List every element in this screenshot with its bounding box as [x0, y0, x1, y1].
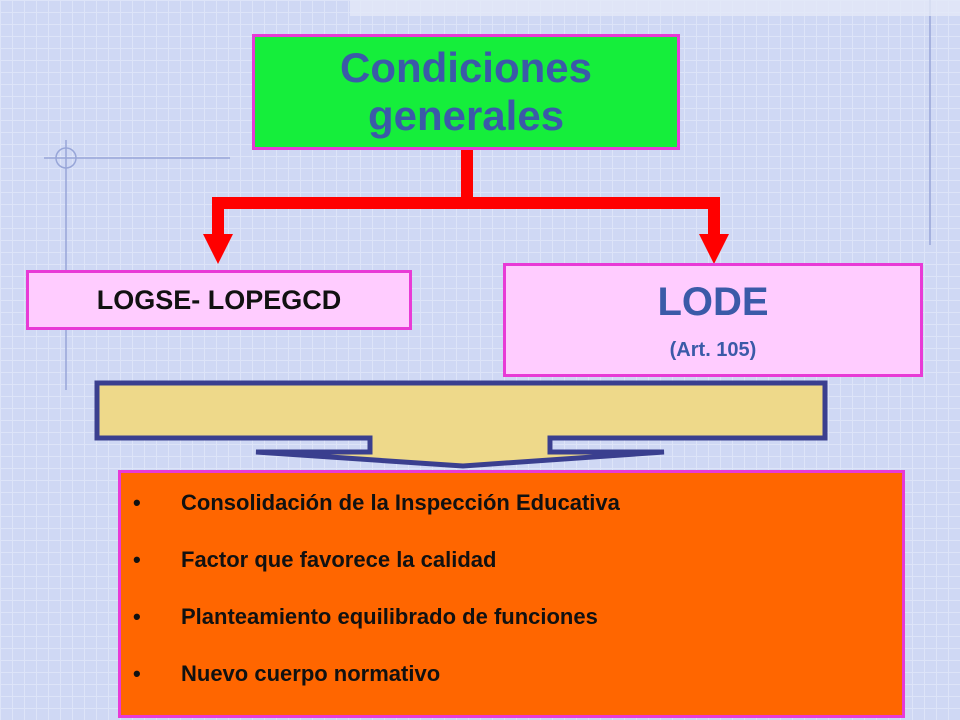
arrowhead-right — [699, 234, 729, 264]
list-item-text: Consolidación de la Inspección Educativa — [181, 490, 620, 515]
list-item-text: Planteamiento equilibrado de funciones — [181, 604, 598, 629]
bullet-list: • Consolidación de la Inspección Educati… — [118, 470, 905, 718]
arrowhead-left — [203, 234, 233, 264]
list-item: • Nuevo cuerpo normativo — [121, 656, 902, 713]
list-item: • Consolidación de la Inspección Educati… — [121, 485, 902, 542]
connector-bar — [212, 197, 720, 209]
bullet-icon: • — [133, 661, 141, 686]
top-box-line1: Condiciones — [339, 44, 593, 91]
lode-title: LODE — [657, 279, 769, 324]
list-item-text: Factor que favorece la calidad — [181, 547, 497, 572]
connector-left-drop — [212, 197, 224, 237]
condiciones-generales-box: Condiciones generales — [252, 34, 680, 150]
connector-right-drop — [708, 197, 720, 237]
list-item: • Factor que favorece la calidad — [121, 542, 902, 599]
bullet-icon: • — [133, 547, 141, 572]
logse-lopegcd-box: LOGSE- LOPEGCD — [26, 270, 412, 330]
top-box-line2: generales — [367, 92, 565, 139]
bullet-icon: • — [133, 604, 141, 629]
list-item: • Planteamiento equilibrado de funciones — [121, 599, 902, 656]
left-box-label: LOGSE- LOPEGCD — [96, 284, 342, 315]
bullet-icon: • — [133, 490, 141, 515]
lode-box: LODE (Art. 105) — [503, 263, 923, 377]
list-item-text: Nuevo cuerpo normativo — [181, 661, 441, 686]
connector-stem — [461, 148, 473, 204]
lode-subtitle: (Art. 105) — [669, 338, 757, 361]
